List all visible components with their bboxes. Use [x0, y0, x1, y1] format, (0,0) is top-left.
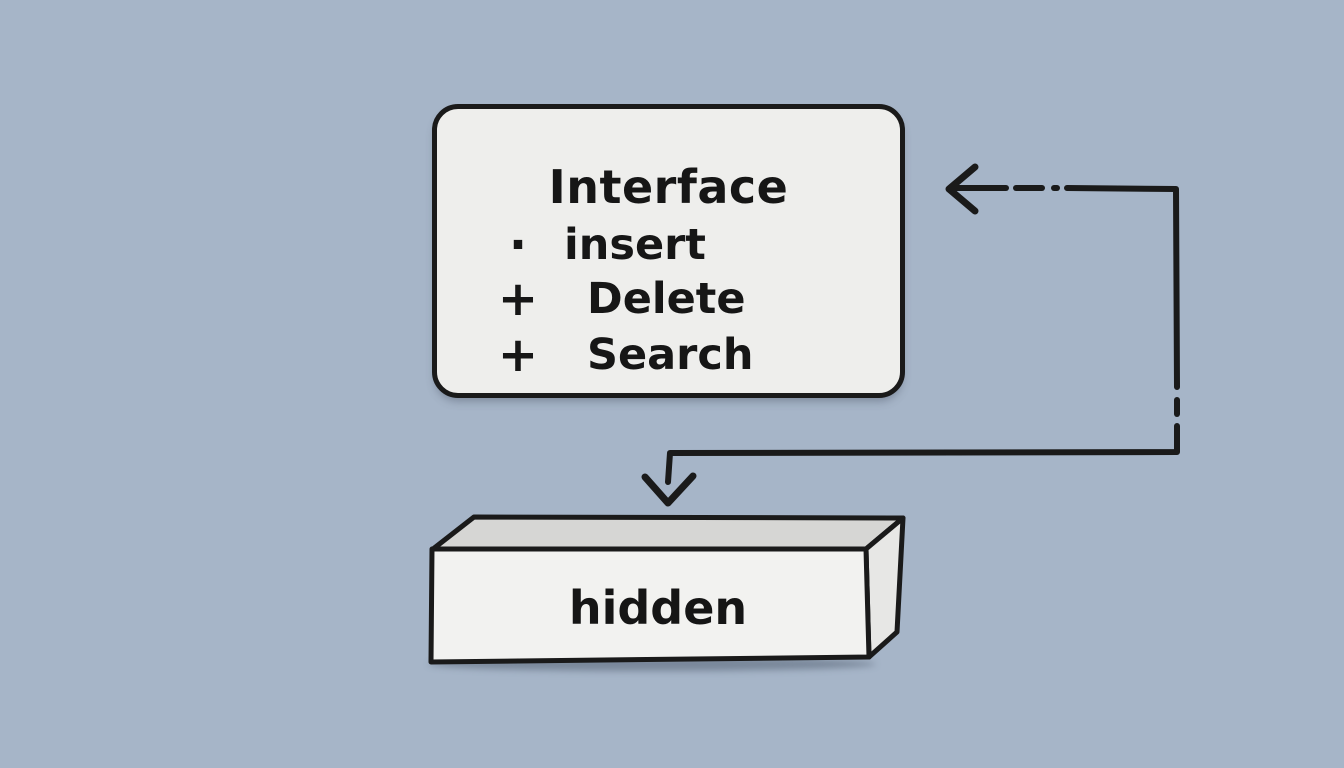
interface-item-insert: · insert [437, 217, 900, 273]
interface-box-title: Interface [548, 160, 789, 214]
elbow-line [665, 423, 1180, 485]
interface-item-delete: + Delete [437, 271, 900, 327]
hidden-box-label: hidden [569, 581, 747, 635]
hidden-box-front-face [428, 546, 872, 665]
interface-item-label: Search [587, 330, 754, 380]
interface-box: Interface · insert + Delete + Search [432, 104, 905, 398]
down-connector [641, 423, 1180, 507]
plus-bullet-icon: + [497, 271, 539, 327]
interface-item-search: + Search [437, 327, 900, 383]
dot-bullet-icon: · [508, 217, 528, 273]
hidden-box-top-face [430, 514, 906, 552]
hidden-box: hidden [428, 514, 906, 671]
arrow-down-icon [641, 472, 697, 507]
arrow-left-icon [945, 163, 979, 215]
interface-item-label: Delete [587, 274, 746, 324]
dashdot-connector [945, 163, 1180, 417]
dashdot-corner-top-right [1064, 185, 1180, 390]
interface-item-label: insert [564, 220, 706, 270]
plus-bullet-icon: + [497, 327, 539, 383]
